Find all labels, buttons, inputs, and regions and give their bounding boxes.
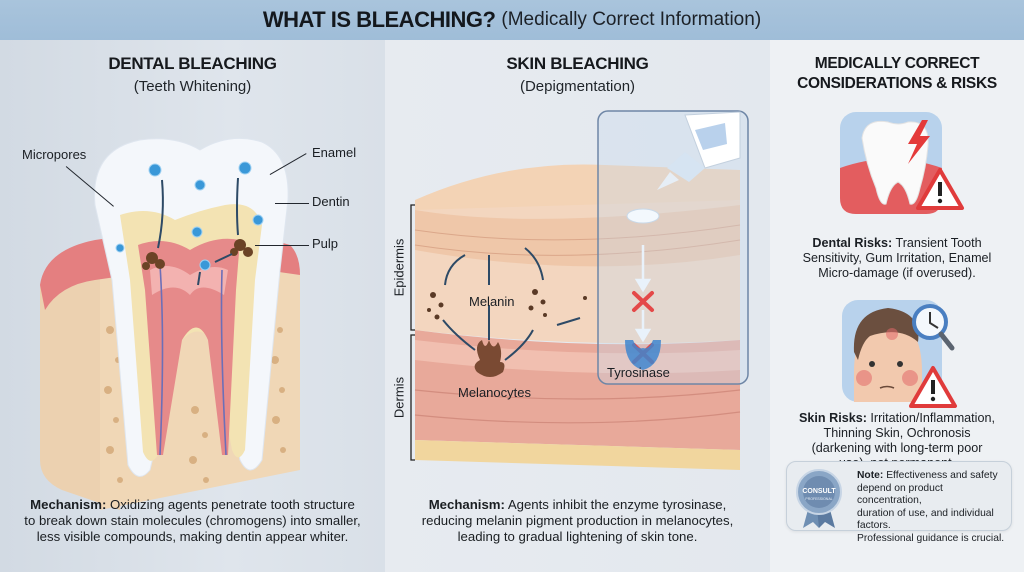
- skin-mechanism: Mechanism: Agents inhibit the enzyme tyr…: [421, 497, 734, 544]
- note-text: Note: Effectiveness and safety depend on…: [857, 470, 1005, 544]
- mechanism-label: Mechanism:: [30, 497, 107, 512]
- treatment-inset: [597, 110, 749, 385]
- tooth-cross-section-illustration: [40, 137, 300, 510]
- consult-badge-icon: CONSULT PROFESSIONAL: [796, 469, 842, 528]
- dental-bleaching-panel: DENTAL BLEACHING (Teeth Whitening): [0, 40, 385, 572]
- dental-risk-icon: [840, 112, 964, 214]
- dental-risks-text: Dental Risks: Transient Tooth Sensitivit…: [802, 236, 992, 280]
- dental-subtitle: (Teeth Whitening): [133, 78, 252, 95]
- lightning-icon: [908, 120, 930, 164]
- warning-icon: [909, 366, 957, 408]
- label-micropores: Micropores: [22, 147, 87, 162]
- skin-subtitle: (Depigmentation): [519, 78, 636, 95]
- leader-pulp: [255, 245, 309, 247]
- oxidizing-molecules: [115, 161, 264, 271]
- skin-bleaching-panel: SKIN BLEACHING (Depigmentation): [385, 40, 770, 572]
- magnifier-clock-icon: [912, 304, 955, 351]
- pulp-shape: [138, 238, 240, 455]
- page-title: WHAT IS BLEACHING?: [262, 7, 496, 32]
- label-melanin: Melanin: [469, 294, 515, 309]
- tyrosinase-enzyme: [625, 340, 661, 370]
- label-tyrosinase: Tyrosinase: [607, 365, 670, 380]
- mechanism-label: Mechanism:: [428, 497, 505, 512]
- leader-dentin: [275, 203, 309, 205]
- label-enamel: Enamel: [312, 145, 357, 160]
- cream-tube-icon: [657, 111, 741, 190]
- risks-panel: MEDICALLY CORRECT CONSIDERATIONS & RISKS…: [770, 40, 1024, 572]
- page-subtitle: (Medically Correct Information): [501, 9, 762, 30]
- warning-icon: [916, 168, 964, 210]
- dental-mechanism: Mechanism: Oxidizing agents penetrate to…: [24, 497, 361, 544]
- skin-layers-illustration: [410, 110, 749, 470]
- skin-title: SKIN BLEACHING: [506, 54, 649, 73]
- badge-subtext: PROFESSIONAL: [805, 497, 832, 501]
- label-pulp: Pulp: [312, 236, 339, 251]
- label-melanocytes: Melanocytes: [458, 385, 531, 400]
- dental-title: DENTAL BLEACHING: [108, 54, 277, 73]
- skin-risk-icon: [842, 300, 957, 408]
- melanocyte-cell: [474, 340, 505, 377]
- label-epidermis: Epidermis: [391, 238, 407, 297]
- page-header: WHAT IS BLEACHING? (Medically Correct In…: [0, 0, 1024, 40]
- label-dermis: Dermis: [391, 376, 407, 419]
- melanin-granules: [427, 289, 587, 320]
- risks-title: MEDICALLY CORRECT CONSIDERATIONS & RISKS: [797, 55, 997, 92]
- cream-dab: [626, 208, 660, 224]
- badge-text: CONSULT: [802, 488, 836, 495]
- label-dentin: Dentin: [312, 194, 350, 209]
- note-box: CONSULT PROFESSIONAL Note: Effectiveness…: [786, 461, 1012, 544]
